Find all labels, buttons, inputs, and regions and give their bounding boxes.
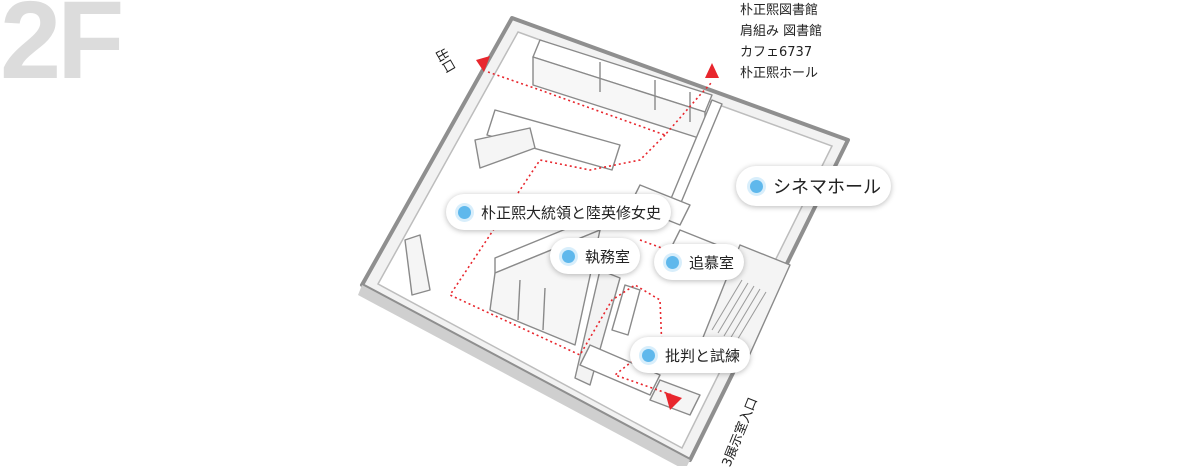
- connection-hall: 朴正熙ホール: [740, 66, 819, 81]
- floor-label: 2F: [0, 0, 124, 102]
- room-marker-president-exhibit[interactable]: 朴正熙大統領と陸英修女史: [446, 194, 672, 230]
- exit-arrow-bottom: [665, 392, 682, 410]
- exit-arrow-top: [705, 63, 719, 78]
- room-marker-office[interactable]: 執務室: [550, 238, 641, 274]
- room-label: シネマホール: [773, 177, 881, 198]
- room-label: 批判と試練: [665, 346, 741, 365]
- connection-shoulder-library: 肩組み 図書館: [740, 24, 823, 39]
- room-label: 執務室: [585, 247, 631, 266]
- room-label: 追慕室: [689, 253, 735, 272]
- room-marker-cinema-hall[interactable]: シネマホール: [736, 166, 891, 206]
- exit-arrow-left: [476, 56, 490, 72]
- exit-connections: 朴正熙図書館 肩組み 図書館 カフェ6737 朴正熙ホール: [740, 0, 822, 84]
- room-label: 朴正熙大統領と陸英修女史: [481, 203, 662, 222]
- connection-library: 朴正熙図書館: [740, 3, 819, 18]
- connection-cafe: カフェ6737: [740, 45, 813, 60]
- marker-dot-icon: [666, 255, 679, 269]
- marker-dot-icon: [458, 205, 471, 219]
- marker-dot-icon: [750, 179, 763, 193]
- room-marker-criticism-trial[interactable]: 批判と試練: [630, 337, 751, 373]
- room-marker-memorial[interactable]: 追慕室: [654, 244, 745, 280]
- marker-dot-icon: [642, 348, 655, 362]
- marker-dot-icon: [562, 249, 575, 263]
- interior-walls: [404, 39, 791, 416]
